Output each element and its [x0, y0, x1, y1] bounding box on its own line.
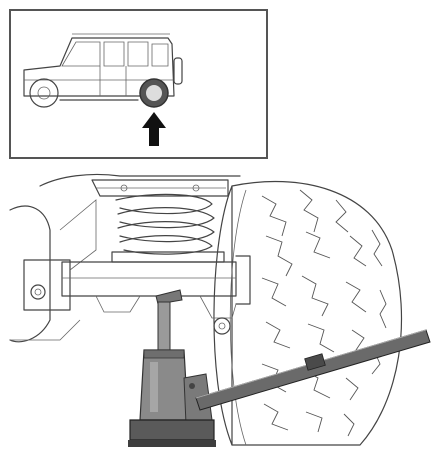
front-wheel [29, 78, 59, 108]
up-arrow-icon [142, 112, 166, 146]
jack-base [129, 419, 215, 441]
jack-handle [195, 329, 431, 411]
rear-axle [61, 255, 251, 335]
jack-body [139, 349, 189, 421]
jack-ram [157, 301, 171, 351]
main-scene [9, 173, 431, 447]
inset-frame [9, 9, 268, 159]
coil-spring [111, 193, 225, 263]
vehicle-side-view [23, 33, 183, 108]
tyre-tread [261, 189, 387, 437]
tyre [213, 180, 403, 446]
bottle-jack [128, 289, 216, 447]
chassis-frame [9, 173, 241, 343]
inset-panel [9, 9, 268, 159]
